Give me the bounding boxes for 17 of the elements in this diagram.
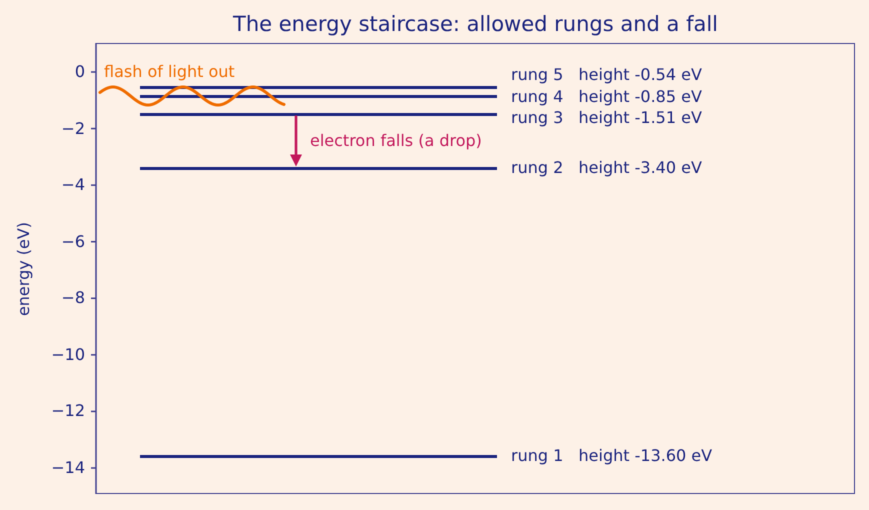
tick-label: −12 (51, 402, 85, 420)
axis-title: energy (eV) (15, 222, 33, 316)
tick-label: −8 (61, 289, 85, 308)
tick-label: 0 (74, 63, 85, 81)
level-label: rung 5 height -0.54 eV (511, 66, 702, 84)
tick-label: −10 (51, 346, 85, 364)
annotation: flash of light out (104, 63, 235, 81)
tick-label: −2 (61, 120, 85, 138)
level-label: rung 2 height -3.40 eV (511, 159, 702, 177)
tick-label: −6 (61, 232, 85, 251)
chart-title: The energy staircase: allowed rungs and a fall (233, 12, 718, 36)
arrow (290, 116, 302, 166)
level-label: rung 1 height -13.60 eV (511, 447, 712, 465)
level-label: rung 4 height -0.85 eV (511, 88, 702, 106)
tick-label: −14 (51, 458, 85, 477)
level-label: rung 3 height -1.51 eV (511, 109, 702, 127)
tick-label: −4 (61, 176, 85, 194)
